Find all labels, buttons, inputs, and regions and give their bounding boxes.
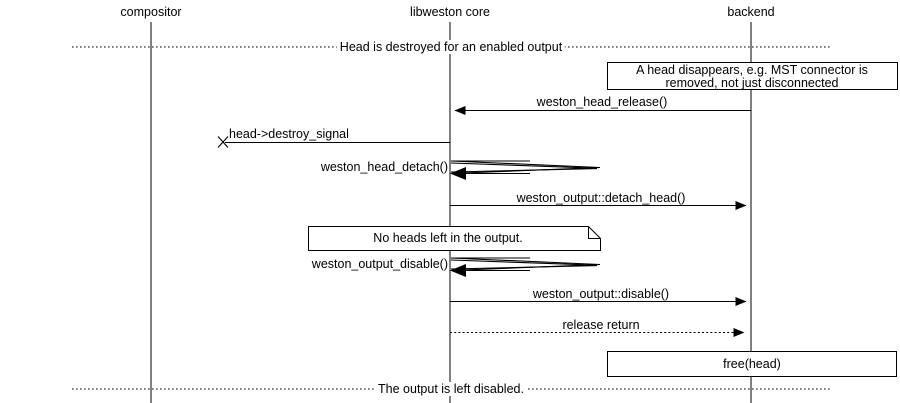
actor-label-backend: backend (727, 5, 775, 19)
message-line-weston-head-detach (450, 160, 601, 180)
note-box-mst-note (607, 62, 898, 90)
message-label-weston-head-detach: weston_head_detach() (320, 160, 448, 174)
message-line-head-destroy-signal (217, 136, 450, 148)
message-label-release-return: release return (562, 318, 640, 332)
message-label-weston-output-disable-call: weston_output_disable() (311, 257, 448, 271)
separator-label-top: Head is destroyed for an enabled output (336, 40, 566, 54)
message-label-weston-head-release: weston_head_release() (536, 95, 668, 109)
note-label-no-heads-note: No heads left in the output. (373, 231, 523, 245)
message-label-weston-output-detach-head: weston_output::detach_head() (516, 191, 686, 205)
actor-label-compositor: compositor (120, 5, 182, 19)
note-line-1: A head disappears, e.g. MST connector is (636, 63, 868, 77)
message-line-weston-output-disable-call (450, 257, 601, 277)
note-label-mst-note: A head disappears, e.g. MST connector is… (636, 64, 868, 90)
note-box-free-head-note (607, 351, 897, 377)
message-label-head-destroy-signal: head->destroy_signal (229, 127, 349, 141)
note-line-2: removed, not just disconnected (665, 76, 839, 90)
note-box-no-heads-note (308, 226, 601, 251)
separator-label-bottom: The output is left disabled. (375, 382, 527, 396)
actor-label-libweston-core: libweston core (410, 5, 490, 19)
note-label-free-head-note: free(head) (723, 357, 781, 371)
message-label-weston-output-disable: weston_output::disable() (532, 287, 670, 301)
